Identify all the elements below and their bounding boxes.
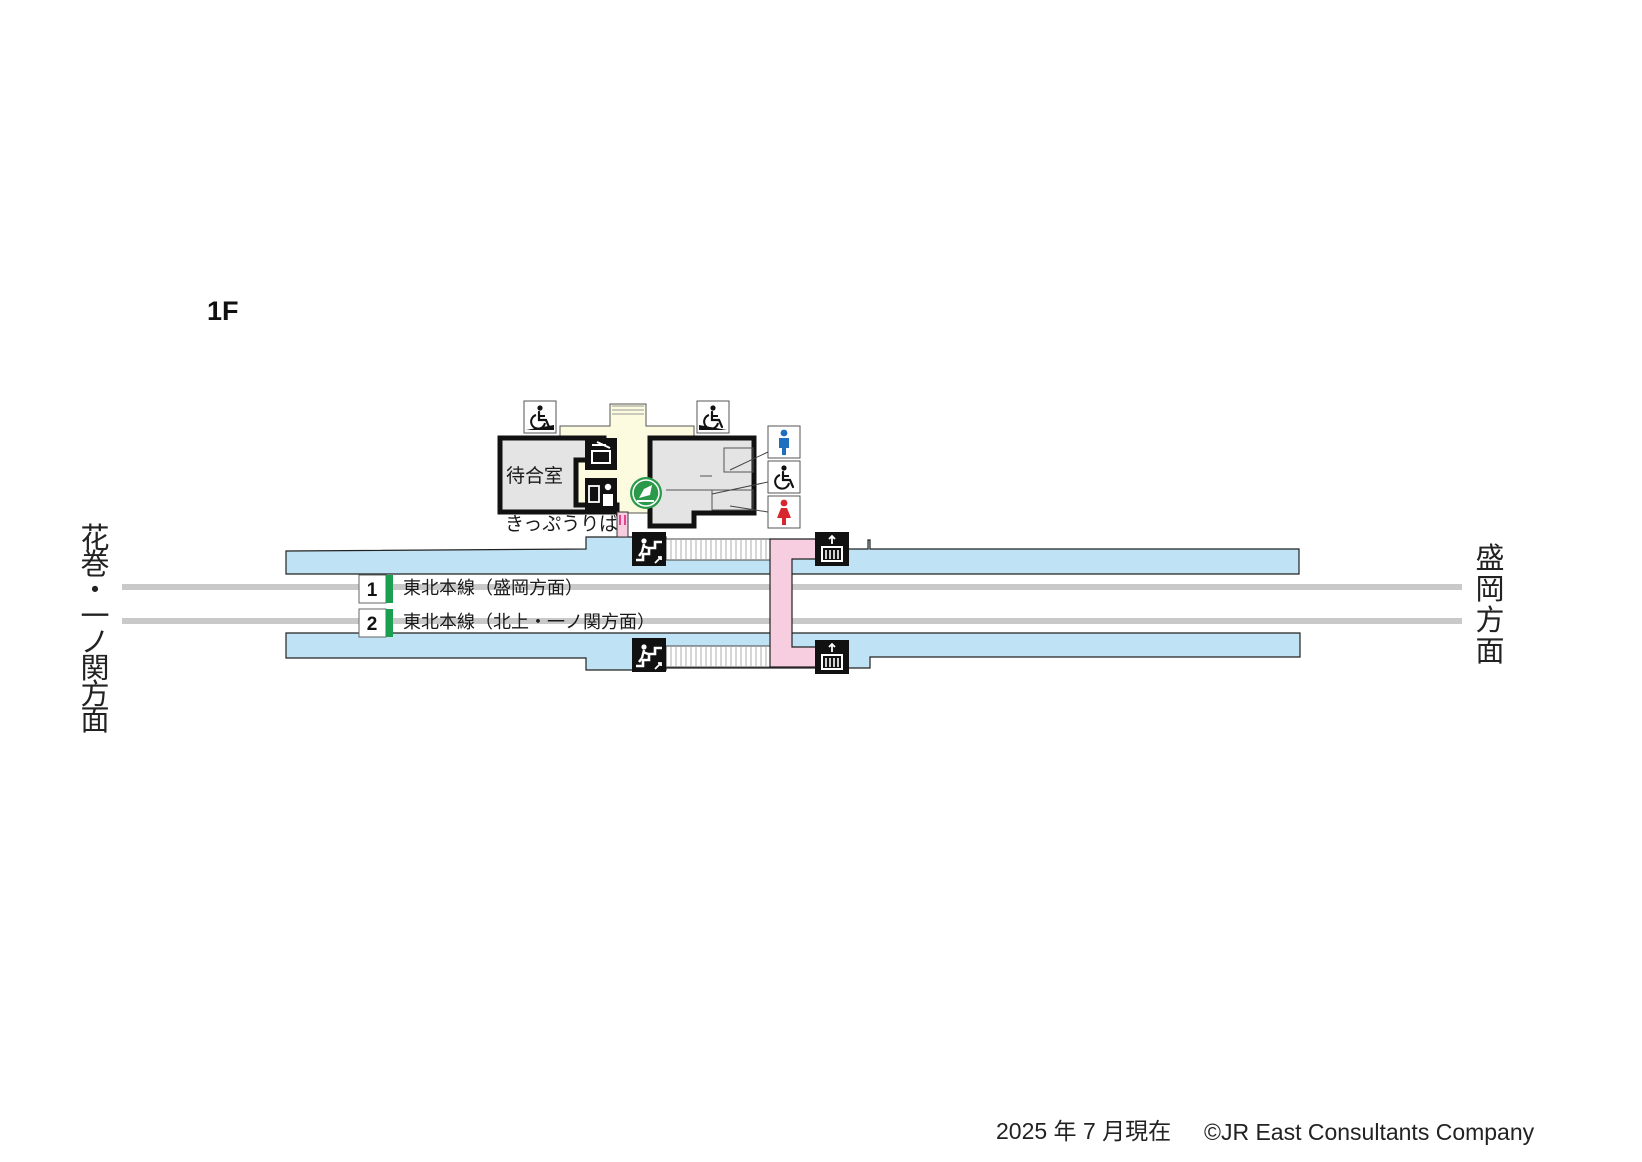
stairs-up-icon-platform-2 [630, 636, 668, 674]
floor-label: 1F [207, 296, 239, 326]
stairs-up-icon-platform-1 [630, 530, 668, 568]
accessible-restroom-icon [767, 460, 801, 494]
stairway-bottom [665, 645, 771, 668]
wheelchair-ramp-icon-left [523, 400, 557, 434]
stairway-top [665, 538, 771, 561]
staffed-ticket-window-icon [585, 478, 617, 510]
platform-2-badge: 2 [358, 608, 393, 638]
leader-lines [711, 451, 769, 513]
platform-1-badge: 1 [358, 574, 393, 604]
building-outline-right [647, 435, 757, 529]
ticket-gate-icon [616, 511, 629, 538]
entrance-steps [612, 405, 644, 415]
ticket-office-label: きっぷうりば [505, 513, 618, 535]
green-ticket-machine-icon [630, 477, 662, 509]
mens-restroom-icon [767, 425, 801, 459]
direction-right-label: 盛岡方面 [1475, 541, 1504, 668]
stair-treads-bottom [670, 647, 767, 666]
platform-2-number: 2 [367, 614, 378, 635]
wheelchair-ramp-icon-right [696, 400, 730, 434]
platform-2-line-label: 東北本線（北上・一ノ関方面） [403, 612, 655, 633]
stair-treads-top [670, 540, 767, 559]
platform-1-line-label: 東北本線（盛岡方面） [403, 578, 583, 599]
platform-1-number: 1 [367, 580, 378, 601]
footer-copyright: ©JR East Consultants Company [1204, 1119, 1535, 1145]
elevator-icon-platform-2 [814, 639, 850, 675]
footer-date: 2025 年 7 月現在 [996, 1118, 1172, 1144]
direction-left-label: 花巻・一ノ関方面 [80, 521, 109, 737]
overpass-walkway [769, 538, 820, 668]
womens-restroom-icon [767, 495, 801, 529]
elevator-icon-platform-1 [814, 531, 850, 567]
waiting-room-label: 待合室 [506, 465, 563, 487]
ticket-vending-machine-icon [585, 438, 617, 470]
